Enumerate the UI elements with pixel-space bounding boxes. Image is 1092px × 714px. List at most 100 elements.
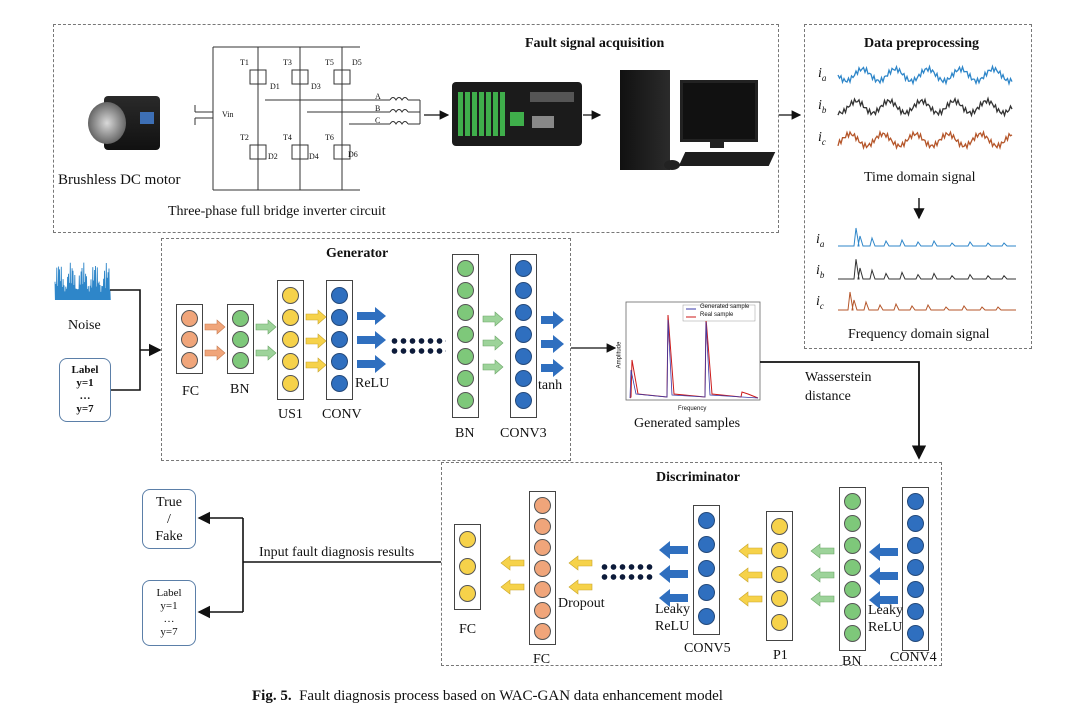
label-box-y1: y=1: [76, 377, 94, 389]
neuron: [534, 497, 551, 514]
neuron: [515, 326, 532, 343]
true-label: True: [156, 495, 182, 510]
neuron: [907, 493, 924, 510]
samples-xlabel: Frequency: [678, 406, 707, 412]
generated-samples-plot: [625, 301, 761, 401]
generator-title: Generator: [326, 246, 389, 261]
neuron: [844, 581, 861, 598]
inverter-label: Three-phase full bridge inverter circuit: [168, 204, 386, 219]
caption-text: Fault diagnosis process based on WAC-GAN…: [299, 688, 723, 704]
disc-fc1-label: FC: [459, 622, 477, 637]
neuron: [534, 539, 551, 556]
gen-conv3-label: CONV3: [500, 426, 547, 441]
neuron: [844, 493, 861, 510]
neuron: [907, 603, 924, 620]
diode-d3: D3: [311, 82, 321, 91]
neuron: [282, 287, 299, 304]
noise-label: Noise: [68, 318, 101, 333]
inverter-circuit: [194, 46, 421, 191]
generator-panel: [161, 238, 571, 461]
neuron: [459, 531, 476, 548]
neuron: [331, 287, 348, 304]
neuron: [771, 542, 788, 559]
disc-leaky-relu-2b: ReLU: [655, 619, 690, 634]
neuron: [181, 331, 198, 348]
neuron: [515, 348, 532, 365]
gen-tanh-label: tanh: [538, 378, 563, 393]
neuron: [771, 566, 788, 583]
wave-ia: [837, 64, 1013, 87]
true-fake-box: True / Fake: [142, 489, 196, 549]
neuron: [907, 559, 924, 576]
fake-label: Fake: [155, 529, 183, 544]
disc-fc2-label: FC: [533, 652, 551, 667]
real-sample-line: [629, 314, 759, 399]
samples-ylabel: Amplitude: [616, 341, 623, 369]
neuron: [515, 260, 532, 277]
disc-leaky-relu-1a: Leaky: [868, 603, 903, 618]
neuron: [844, 537, 861, 554]
switch-t6: T6: [325, 133, 334, 142]
frequency-spectra: [838, 227, 1016, 311]
neuron: [534, 581, 551, 598]
disc-leaky-relu-1b: ReLU: [868, 620, 903, 635]
gen-fc-label: FC: [182, 384, 200, 399]
frequency-domain-label: Frequency domain signal: [848, 327, 990, 342]
signal-ia: ia: [818, 66, 827, 83]
disc-bn-label: BN: [842, 654, 862, 669]
neuron: [331, 375, 348, 392]
neuron: [844, 625, 861, 642]
switch-t1: T1: [240, 58, 249, 67]
diode-d1: D1: [270, 82, 280, 91]
gen-bn2-label: BN: [455, 426, 475, 441]
time-domain-label: Time domain signal: [864, 170, 976, 185]
neuron: [534, 560, 551, 577]
gen-ellipsis: [390, 336, 446, 356]
generated-sample-line: [629, 319, 759, 399]
neuron: [232, 331, 249, 348]
neuron: [771, 518, 788, 535]
diode-d5: D5: [352, 58, 362, 67]
vin-label: Vin: [222, 110, 234, 119]
wasserstein-label-1: Wasserstein: [805, 370, 872, 385]
neuron: [844, 559, 861, 576]
neuron: [282, 331, 299, 348]
neuron: [907, 537, 924, 554]
diode-d2: D2: [268, 152, 278, 161]
neuron: [698, 512, 715, 529]
neuron: [457, 326, 474, 343]
switch-t4: T4: [283, 133, 292, 142]
neuron: [698, 560, 715, 577]
neuron: [181, 352, 198, 369]
neuron: [515, 304, 532, 321]
neuron: [457, 304, 474, 321]
label-box-ellipsis: …: [79, 390, 91, 402]
computer-image: [612, 68, 776, 178]
generated-samples-label: Generated samples: [634, 416, 741, 431]
gen-bn-label: BN: [230, 382, 250, 397]
gen-conv-label: CONV: [322, 407, 362, 422]
generator-label-box: Label y=1 … y=7: [59, 358, 111, 422]
output-label-box: Label y=1 … y=7: [142, 580, 196, 646]
output-label-y1: y=1: [160, 600, 178, 612]
neuron: [282, 309, 299, 326]
neuron: [698, 608, 715, 625]
label-box-y7: y=7: [76, 403, 94, 415]
neuron: [459, 558, 476, 575]
neuron: [907, 625, 924, 642]
motor-label: Brushless DC motor: [58, 172, 181, 188]
neuron: [771, 614, 788, 631]
neuron: [698, 536, 715, 553]
signal-ib: ib: [818, 98, 827, 115]
neuron: [698, 584, 715, 601]
label-box-title: Label: [71, 364, 99, 376]
neuron: [331, 353, 348, 370]
neuron: [534, 518, 551, 535]
neuron: [232, 310, 249, 327]
neuron: [844, 603, 861, 620]
neuron: [457, 348, 474, 365]
output-label-title: Label: [156, 587, 182, 599]
neuron: [907, 581, 924, 598]
